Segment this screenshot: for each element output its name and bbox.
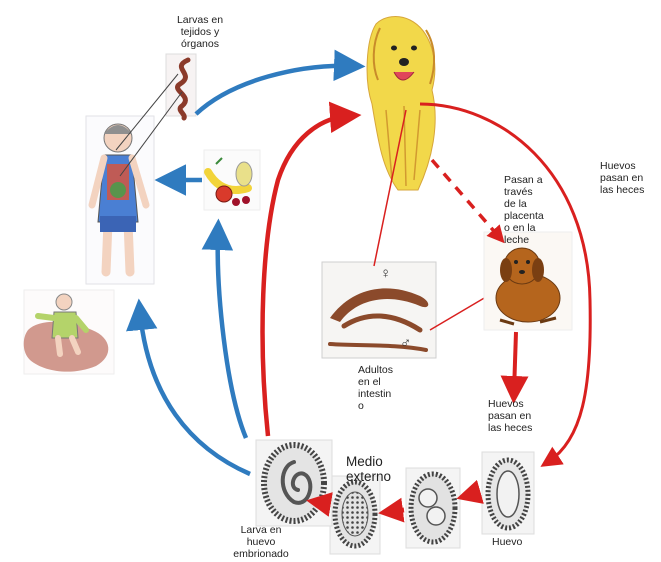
egg-larvated: [256, 440, 332, 526]
female-symbol: ♀: [380, 265, 391, 282]
egg-two-cell: [406, 468, 460, 548]
label-egg: Huevo: [492, 536, 532, 548]
child-image: [86, 116, 154, 284]
arrow-egg-stage-1: [466, 492, 480, 496]
egg-morula: [330, 476, 380, 554]
baby-on-soil-image: [24, 290, 114, 374]
puppy-image: [484, 232, 572, 330]
arrow-egg-stage-2: [388, 510, 404, 512]
label-adults-intestine: Adultos en el intestin o: [358, 364, 408, 412]
arrow-egg-stage-3: [316, 502, 328, 504]
label-eggs-feces-puppy: Huevos pasan en las heces: [488, 398, 548, 434]
label-placenta-milk: Pasan a través de la placenta o en la le…: [504, 174, 560, 246]
male-symbol: ♂: [400, 335, 411, 352]
arrow-dog-to-puppy: [432, 160, 500, 238]
arrow-puppy-to-eggs: [514, 332, 516, 392]
fruits-image: [204, 150, 260, 210]
label-external-medium: Medio externo: [346, 454, 406, 484]
arrow-fruits-to-dog: [196, 66, 352, 114]
label-larvae-tissues: Larvas en tejidos y órganos: [166, 14, 234, 50]
egg-unembryonated: [482, 452, 534, 534]
label-larva-egg: Larva en huevo embrionado: [224, 524, 298, 560]
arrow-egg-to-fruits: [218, 232, 246, 438]
adult-worms-image: [322, 262, 436, 358]
label-eggs-feces-dog: Huevos pasan en las heces: [600, 160, 658, 196]
